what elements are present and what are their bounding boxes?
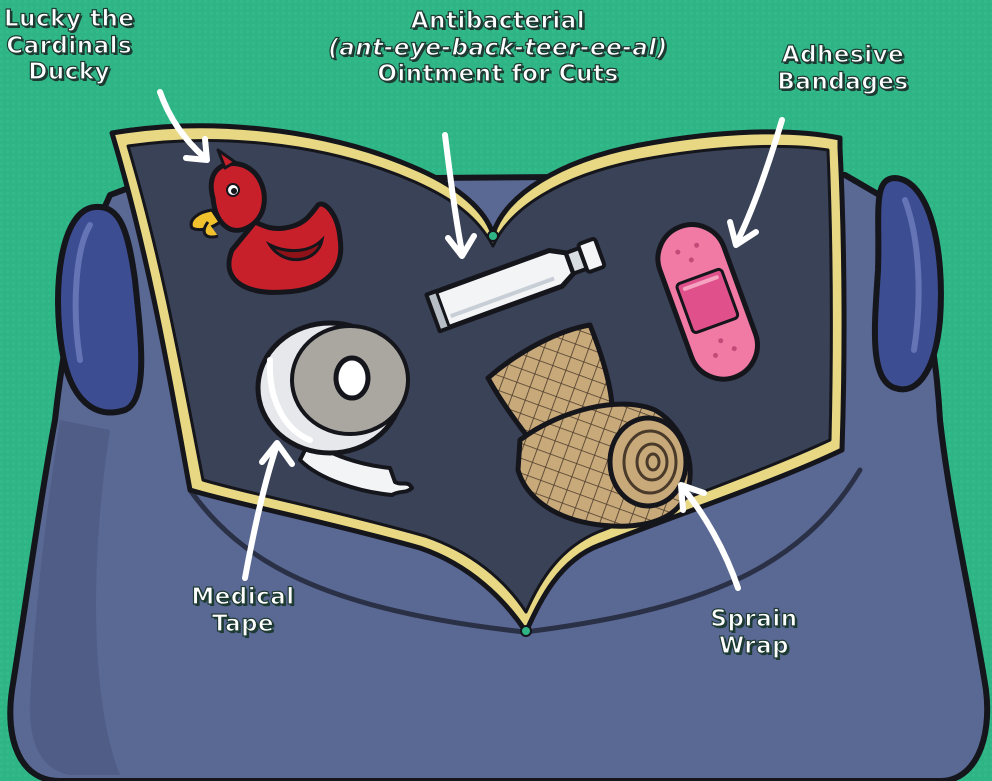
ointment-label-line-3: Ointment for Cuts <box>278 61 718 88</box>
sprain-label-line-1: Sprain <box>684 606 824 633</box>
left-handle <box>58 207 141 413</box>
tape-label-line-2: Tape <box>168 611 318 638</box>
duck-label-line-1: Lucky the <box>4 6 134 33</box>
bandages-label: Adhesive Bandages <box>748 42 938 95</box>
duck-label-line-2: Cardinals <box>4 33 134 60</box>
sprain-label: Sprain Wrap <box>684 606 824 659</box>
duck-label: Lucky the Cardinals Ducky <box>4 6 134 86</box>
bandages-label-line-2: Bandages <box>748 69 938 96</box>
sprain-label-line-2: Wrap <box>684 633 824 660</box>
bandages-label-line-1: Adhesive <box>748 42 938 69</box>
duck-label-line-3: Ducky <box>4 59 134 86</box>
ointment-label: Antibacterial (ant-eye-back-teer-ee-al) … <box>278 8 718 88</box>
ointment-label-line-1: Antibacterial <box>278 8 718 35</box>
lid-rivet-bottom <box>521 626 531 636</box>
tape-label: Medical Tape <box>168 584 318 637</box>
tape-label-line-1: Medical <box>168 584 318 611</box>
lid-rivet-top <box>488 231 498 241</box>
ointment-label-line-2: (ant-eye-back-teer-ee-al) <box>278 35 718 62</box>
